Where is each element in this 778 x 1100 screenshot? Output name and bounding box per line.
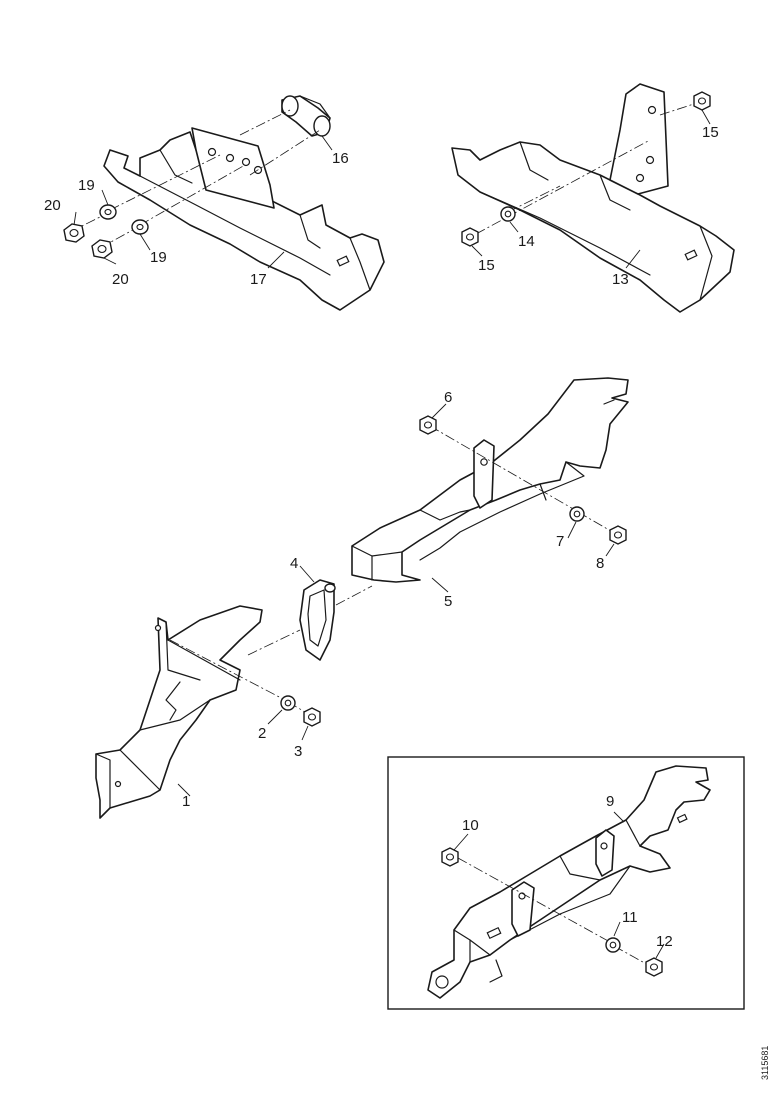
inset-frame bbox=[387, 756, 745, 1010]
callout-20b: 20 bbox=[112, 271, 129, 288]
bracket-upright bbox=[473, 439, 495, 509]
callout-9: 9 bbox=[606, 793, 614, 810]
nut-3 bbox=[303, 707, 321, 727]
bolt-15a bbox=[693, 91, 711, 111]
callout-19a: 19 bbox=[78, 177, 95, 194]
bolt-10 bbox=[441, 847, 459, 867]
nut-20a bbox=[63, 223, 85, 243]
callout-11: 11 bbox=[622, 909, 638, 926]
callout-16: 16 bbox=[332, 150, 349, 167]
callout-12: 12 bbox=[656, 933, 673, 950]
callout-10: 10 bbox=[462, 817, 479, 834]
callout-4: 4 bbox=[290, 555, 298, 572]
nut-8 bbox=[609, 525, 627, 545]
nut-12 bbox=[645, 957, 663, 977]
callout-3: 3 bbox=[294, 743, 302, 760]
upright-plate bbox=[609, 83, 669, 195]
bracket-part-17 bbox=[103, 131, 385, 311]
nut-20b bbox=[91, 239, 113, 259]
callout-14: 14 bbox=[518, 233, 535, 250]
callout-19b: 19 bbox=[150, 249, 167, 266]
bolt-6 bbox=[419, 415, 437, 435]
clip-part-4 bbox=[299, 579, 336, 661]
document-id: 3115681 bbox=[760, 1046, 770, 1080]
callout-8: 8 bbox=[596, 555, 604, 572]
bracket-part-13 bbox=[451, 141, 735, 313]
nut-15b bbox=[461, 227, 479, 247]
callout-6: 6 bbox=[444, 389, 452, 406]
callout-5: 5 bbox=[444, 593, 452, 610]
rail-part-9 bbox=[427, 765, 711, 999]
washer-2 bbox=[280, 695, 296, 711]
callout-13: 13 bbox=[612, 271, 629, 288]
callout-1: 1 bbox=[182, 793, 190, 810]
callout-7: 7 bbox=[556, 533, 564, 550]
washer-19b bbox=[131, 219, 149, 235]
washer-19a bbox=[99, 204, 117, 220]
rail-part-1 bbox=[95, 605, 263, 819]
callout-2: 2 bbox=[258, 725, 266, 742]
callout-15b: 15 bbox=[478, 257, 495, 274]
callout-17: 17 bbox=[250, 271, 267, 288]
callout-20a: 20 bbox=[44, 197, 61, 214]
plate-part bbox=[191, 127, 275, 209]
washer-11 bbox=[605, 937, 621, 953]
washer-7 bbox=[569, 506, 585, 522]
washer-14 bbox=[500, 206, 516, 222]
callout-15a: 15 bbox=[702, 124, 719, 141]
bolt-part-16 bbox=[281, 95, 331, 137]
bracket-upright-inset bbox=[511, 829, 615, 937]
